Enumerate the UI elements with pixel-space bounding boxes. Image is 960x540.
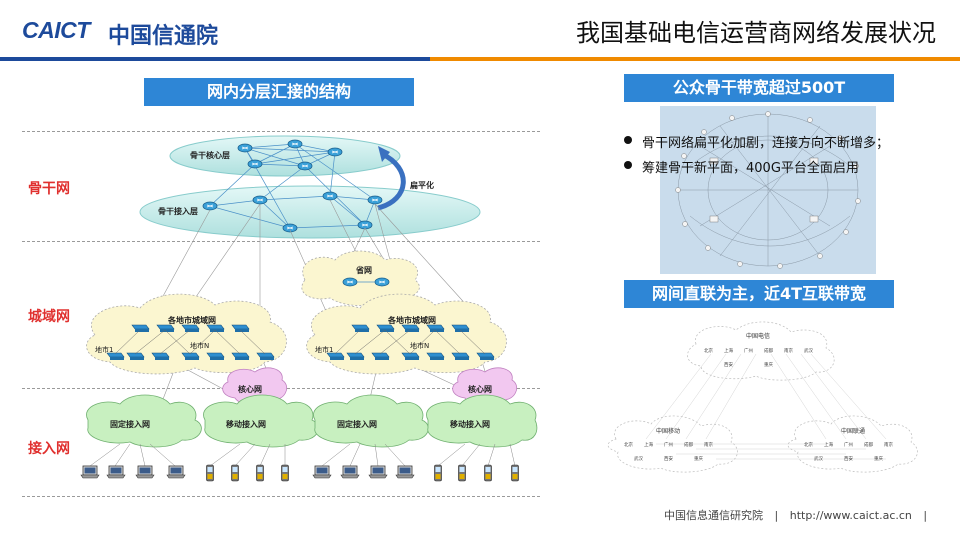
bullet-item: 骨干网络扁平化加剧，连接方向不断增多； <box>624 132 914 153</box>
access-cloud-fixed-right: 固定接入网 <box>313 394 429 448</box>
footer-separator: | <box>923 509 928 522</box>
node-label: 上海 <box>724 347 733 354</box>
city-metro-label: 各地市城域网 <box>387 315 436 325</box>
city-metro-label: 各地市城域网 <box>167 315 216 325</box>
node-label: 北京 <box>804 441 813 448</box>
access-layer-label: 骨干接入层 <box>158 206 198 216</box>
node-label: 成都 <box>764 347 773 354</box>
fixed-access-label: 固定接入网 <box>337 419 377 429</box>
cityN-label: 地市N <box>190 341 209 350</box>
node-label: 南京 <box>784 347 793 354</box>
node-label: 成都 <box>684 441 693 448</box>
header-divider-orange <box>430 57 960 61</box>
node-label: 成都 <box>864 441 873 448</box>
access-cloud-mobile-right: 移动接入网 <box>426 394 538 448</box>
network-hierarchy-diagram: 扁平化 骨干核心层 骨干接入层 省网 各地市城域网 地市1 地市N 各地市城域网… <box>80 135 538 482</box>
unicom-label: 中国联通 <box>841 427 865 435</box>
node-label: 武汉 <box>804 347 813 354</box>
backbone-mesh-image <box>660 106 876 274</box>
bullet-text: 骨干网络扁平化加剧，连接方向不断增多； <box>642 136 890 151</box>
node-label: 南京 <box>884 441 893 448</box>
node-label: 武汉 <box>814 455 823 462</box>
footer-org: 中国信息通信研究院 <box>664 509 763 522</box>
page-title: 我国基础电信运营商网络发展状况 <box>576 19 936 47</box>
fixed-access-label: 固定接入网 <box>110 419 150 429</box>
city1-label: 地市1 <box>95 345 113 354</box>
flatten-label: 扁平化 <box>410 180 434 190</box>
bullet-dot-icon <box>624 136 632 144</box>
phone-icon <box>206 464 289 482</box>
caict-logo: CAICT 中国信通院 <box>22 14 237 50</box>
mobile-access-label: 移动接入网 <box>450 419 490 429</box>
footer: 中国信息通信研究院 | http://www.caict.ac.cn | <box>664 507 927 523</box>
mobile-label: 中国移动 <box>656 427 680 435</box>
divider-line <box>22 496 540 497</box>
node-label: 北京 <box>704 347 713 354</box>
telecom-label: 中国电信 <box>746 332 770 340</box>
bullet-text: 筹建骨干新平面，400G平台全面启用 <box>642 161 859 176</box>
access-cloud-fixed-left: 固定接入网 <box>86 394 202 448</box>
bullet-list: 骨干网络扁平化加剧，连接方向不断增多； 筹建骨干新平面，400G平台全面启用 <box>624 132 914 178</box>
node-label: 西安 <box>724 361 733 368</box>
node-label: 重庆 <box>874 455 883 462</box>
node-label: 武汉 <box>634 455 643 462</box>
node-label: 西安 <box>844 455 853 462</box>
node-label: 广州 <box>664 441 673 448</box>
laptop-icon <box>312 465 415 479</box>
metro-cloud-left: 各地市城域网 地市1 地市N <box>86 293 287 375</box>
row-label-backbone: 骨干网 <box>28 181 70 197</box>
node-label: 北京 <box>624 441 633 448</box>
access-cloud-mobile-left: 移动接入网 <box>203 394 319 448</box>
section-tag-interconnect: 网间直联为主，近4T互联带宽 <box>624 280 894 308</box>
logo-latin-text: CAICT <box>22 17 90 43</box>
node-label: 上海 <box>644 441 653 448</box>
province-cloud: 省网 <box>301 250 420 306</box>
bullet-dot-icon <box>624 161 632 169</box>
footer-separator: | <box>774 509 779 522</box>
row-label-access: 接入网 <box>28 441 70 457</box>
phone-icon <box>434 464 519 482</box>
core-net-label: 核心网 <box>238 384 262 394</box>
core-net-cloud-right: 核心网 <box>452 367 517 406</box>
row-label-metro: 城域网 <box>28 309 70 325</box>
footer-url[interactable]: http://www.caict.ac.cn <box>789 509 912 522</box>
section-tag-hierarchy: 网内分层汇接的结构 <box>144 78 414 106</box>
node-label: 广州 <box>744 347 753 354</box>
section-tag-bandwidth: 公众骨干带宽超过500T <box>624 74 894 102</box>
node-label: 西安 <box>664 455 673 462</box>
node-label: 重庆 <box>694 455 703 462</box>
laptop-icon <box>80 465 186 479</box>
bullet-item: 筹建骨干新平面，400G平台全面启用 <box>624 157 914 178</box>
divider-line <box>22 241 540 242</box>
node-label: 南京 <box>704 441 713 448</box>
metro-cloud-right: 各地市城域网 地市1 地市N <box>306 293 507 375</box>
city1-label: 地市1 <box>315 345 333 354</box>
node-label: 广州 <box>844 441 853 448</box>
divider-line <box>22 131 540 132</box>
mobile-access-label: 移动接入网 <box>226 419 266 429</box>
node-label: 上海 <box>824 441 833 448</box>
node-label: 重庆 <box>764 361 773 368</box>
logo-cn-text: 中国信通院 <box>108 24 219 49</box>
core-layer-label: 骨干核心层 <box>190 150 230 160</box>
core-net-label: 核心网 <box>468 384 492 394</box>
interconnect-diagram: 中国电信 中国移动 中国联通 北京 上海 广州 成都 南京 武汉 西安 重庆 北… <box>607 321 918 473</box>
cityN-label: 地市N <box>410 341 429 350</box>
province-label: 省网 <box>355 265 372 275</box>
